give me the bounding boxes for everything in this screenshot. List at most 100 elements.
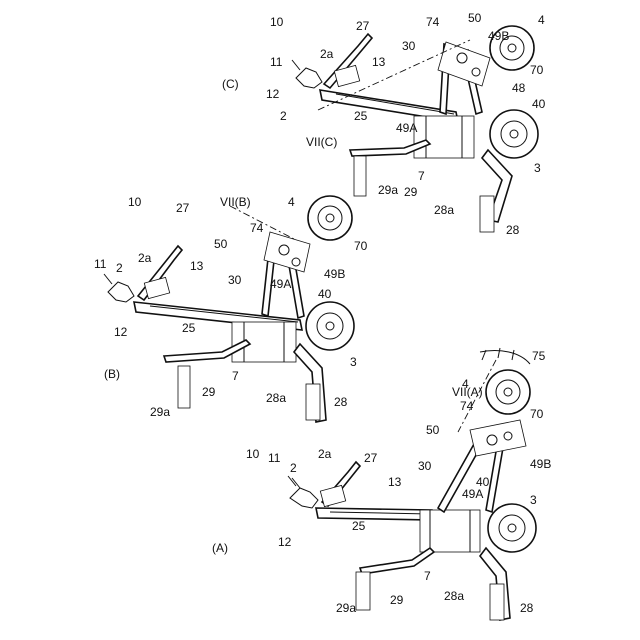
ref-label: 49A: [462, 487, 483, 501]
ref-label: 40: [532, 97, 546, 111]
ref-label: 2a: [318, 447, 332, 461]
blade-28a: [306, 384, 320, 420]
ref-label: 7: [424, 569, 431, 583]
ref-label: 29: [404, 185, 418, 199]
grip-stub: [104, 274, 112, 284]
ref-label: 3: [350, 355, 357, 369]
grip-29a: [178, 366, 190, 408]
blade-28a: [490, 584, 504, 620]
ref-label: 10: [270, 15, 284, 29]
curve-75: [480, 351, 530, 365]
ref-label: 29a: [336, 601, 356, 615]
ref-label: 2a: [320, 47, 334, 61]
blade-28a: [480, 196, 494, 232]
ref-label: 48: [512, 81, 526, 95]
ref-label: 10: [246, 447, 260, 461]
ref-label: 12: [266, 87, 280, 101]
ref-label: 29a: [150, 405, 170, 419]
ref-label: 74: [426, 15, 440, 29]
ref-label: 3: [534, 161, 541, 175]
ref-label: 27: [356, 19, 370, 33]
grip-stub: [292, 60, 300, 70]
handle-29: [360, 548, 434, 574]
ref-label: VII(C): [306, 135, 337, 149]
mechanism-50: [470, 420, 526, 456]
ref-label: 50: [426, 423, 440, 437]
wheel-3: [488, 504, 536, 552]
ref-label: 28: [334, 395, 348, 409]
ref-label: 28a: [444, 589, 464, 603]
ref-label: 40: [318, 287, 332, 301]
ref-label: 27: [176, 201, 190, 215]
ref-label: 3: [530, 493, 537, 507]
arm-30: [438, 444, 480, 512]
ref-label: 29: [202, 385, 216, 399]
panel-label-b: (B): [104, 367, 120, 381]
ref-label: 7: [418, 169, 425, 183]
body-7: [420, 510, 480, 552]
ref-label: 29a: [378, 183, 398, 197]
ref-label: 2a: [138, 251, 152, 265]
ref-label: 30: [402, 39, 416, 53]
ref-label: 75: [532, 349, 546, 363]
box-13: [144, 277, 169, 298]
ref-label: 30: [228, 273, 242, 287]
ref-label: 12: [278, 535, 292, 549]
wheel-3: [490, 110, 538, 158]
ref-label: 49B: [488, 29, 509, 43]
ref-label: 30: [418, 459, 432, 473]
ref-label: 4: [288, 195, 295, 209]
ref-label: 49A: [270, 277, 291, 291]
ref-label: 49B: [530, 457, 551, 471]
ref-label: 7: [232, 369, 239, 383]
grip-housing: [290, 488, 318, 508]
ref-label: 49B: [324, 267, 345, 281]
wheel-4: [308, 196, 352, 240]
ref-label: 27: [364, 451, 378, 465]
ref-label: 2: [116, 261, 123, 275]
ref-label: 2: [290, 461, 297, 475]
panel-b-drawing: [104, 196, 354, 422]
ref-label: 12: [114, 325, 128, 339]
ref-label: 11: [270, 55, 283, 69]
panel-label-c: (C): [222, 77, 239, 91]
grip-housing: [296, 68, 322, 88]
ref-label: 13: [372, 55, 386, 69]
grip-29a: [354, 156, 366, 196]
ref-label: 25: [354, 109, 368, 123]
ref-label: 2: [280, 109, 287, 123]
tick: [498, 348, 500, 358]
ref-label: 25: [352, 519, 366, 533]
wheel-3: [306, 302, 354, 350]
ref-label: VII(B): [220, 195, 251, 209]
ref-label: 4: [462, 377, 469, 391]
ref-label: 4: [538, 13, 545, 27]
ref-label: 74: [250, 221, 264, 235]
ref-label: 28a: [434, 203, 454, 217]
ref-label: 28: [506, 223, 520, 237]
ref-label: 25: [182, 321, 196, 335]
ref-label: 50: [468, 11, 482, 25]
wheel-4: [486, 370, 530, 414]
ref-label: 11: [268, 451, 281, 465]
ref-label: 11: [94, 257, 107, 271]
ref-label: 40: [476, 475, 490, 489]
ref-label: 28a: [266, 391, 286, 405]
ref-label: 28: [520, 601, 534, 615]
panel-label-a: (A): [212, 541, 228, 555]
ref-label: 13: [190, 259, 204, 273]
box-13: [320, 485, 345, 506]
ref-label: 70: [354, 239, 368, 253]
ref-label: 49A: [396, 121, 417, 135]
grip-29a: [356, 572, 370, 610]
ref-label: 10: [128, 195, 142, 209]
tick: [512, 350, 514, 360]
panel-a-drawing: [288, 348, 536, 620]
ref-label: 74: [460, 399, 474, 413]
ref-label: 70: [530, 407, 544, 421]
ref-label: 70: [530, 63, 544, 77]
ref-label: 29: [390, 593, 404, 607]
ref-label: 13: [388, 475, 402, 489]
ref-label: 50: [214, 237, 228, 251]
